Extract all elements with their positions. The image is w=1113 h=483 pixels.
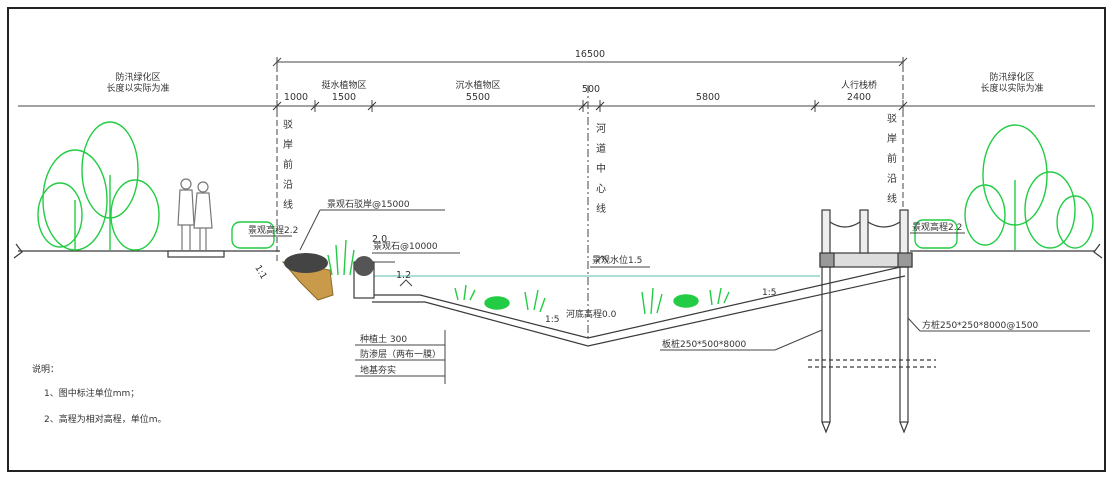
zone-left-green-1: 防汛绿化区	[115, 71, 160, 83]
right-shrub	[914, 219, 958, 249]
zone-emergent: 挺水植物区	[321, 79, 366, 91]
svg-text:驳: 驳	[283, 119, 293, 131]
svg-text:河: 河	[596, 123, 606, 135]
aquatic-plants	[327, 239, 730, 315]
svg-text:道: 道	[596, 142, 606, 155]
label-landscape-stone: 景观石@10000	[373, 241, 438, 252]
svg-text:岸: 岸	[887, 133, 897, 145]
zone-submerged: 沉水植物区	[455, 79, 500, 91]
left-trees	[37, 121, 160, 251]
drawing-frame	[7, 7, 1106, 472]
label-elev-2-0: 2.0	[372, 234, 387, 245]
ground-section	[13, 209, 1103, 434]
svg-text:线: 线	[283, 198, 293, 211]
zone-boardwalk: 人行栈桥	[841, 79, 877, 91]
dim-seg-6: 2400	[847, 92, 871, 103]
dim-seg-1: 1000	[284, 92, 308, 103]
zone-right-green-1: 防汛绿化区	[989, 71, 1034, 83]
label-plank: 板桩250*500*8000	[662, 338, 747, 350]
label-right-elev: 景观高程2.2	[912, 221, 962, 233]
right-trees	[964, 124, 1094, 250]
left-bank-line-label: 驳 岸 前 沿 线	[283, 119, 293, 211]
svg-text:线: 线	[887, 192, 897, 205]
dim-seg-2: 1500	[332, 92, 356, 103]
label-riverbed: 河底高程0.0	[566, 308, 617, 320]
label-slope-1-1: 1:1	[252, 264, 268, 282]
svg-text:前: 前	[283, 158, 293, 171]
bank-stone	[284, 253, 328, 273]
dim-total: 16500	[575, 49, 605, 60]
dimension-lines	[18, 57, 1095, 340]
svg-text:中: 中	[596, 162, 606, 175]
dim-seg-5: 5800	[696, 92, 720, 103]
layer-soil: 种植土 300	[360, 333, 407, 345]
svg-text:前: 前	[887, 152, 897, 165]
notes-item-1: 1、图中标注单位mm；	[44, 387, 139, 399]
dim-seg-3: 5500	[466, 92, 490, 103]
label-slope-left: 1:5	[545, 315, 559, 325]
zone-right-green-2: 长度以实际为准	[980, 82, 1043, 94]
zone-left-green-2: 长度以实际为准	[106, 82, 169, 94]
center-line-label: 河 道 中 心 线	[596, 123, 606, 215]
notes-item-2: 2、高程为相对高程，单位m。	[44, 413, 167, 425]
svg-text:沿: 沿	[283, 179, 293, 191]
label-stone-bank: 景观石驳岸@15000	[327, 199, 410, 210]
layer-foundation: 地基夯实	[360, 364, 396, 376]
label-water-1-2: 1.2	[396, 270, 411, 281]
label-normal-water: 景观水位1.5	[592, 254, 642, 266]
right-bank-line-label: 驳 岸 前 沿 线	[887, 113, 897, 205]
left-shrub	[231, 221, 275, 249]
layer-membrane: 防渗层（两布一膜）	[360, 348, 441, 360]
people-figures	[177, 178, 213, 250]
leader-lines	[250, 209, 1090, 384]
svg-text:心: 心	[596, 183, 606, 195]
label-slope-right: 1:5	[762, 288, 776, 298]
svg-text:岸: 岸	[283, 139, 293, 151]
dim-seg-4: 500	[582, 84, 600, 95]
landscape-stone-icon	[354, 256, 374, 276]
svg-text:沿: 沿	[887, 173, 897, 185]
svg-text:线: 线	[596, 202, 606, 215]
svg-text:驳: 驳	[887, 113, 897, 125]
label-pile: 方桩250*250*8000@1500	[922, 319, 1038, 331]
label-left-elev: 景观高程2.2	[248, 224, 298, 236]
notes-title: 说明：	[32, 363, 59, 375]
